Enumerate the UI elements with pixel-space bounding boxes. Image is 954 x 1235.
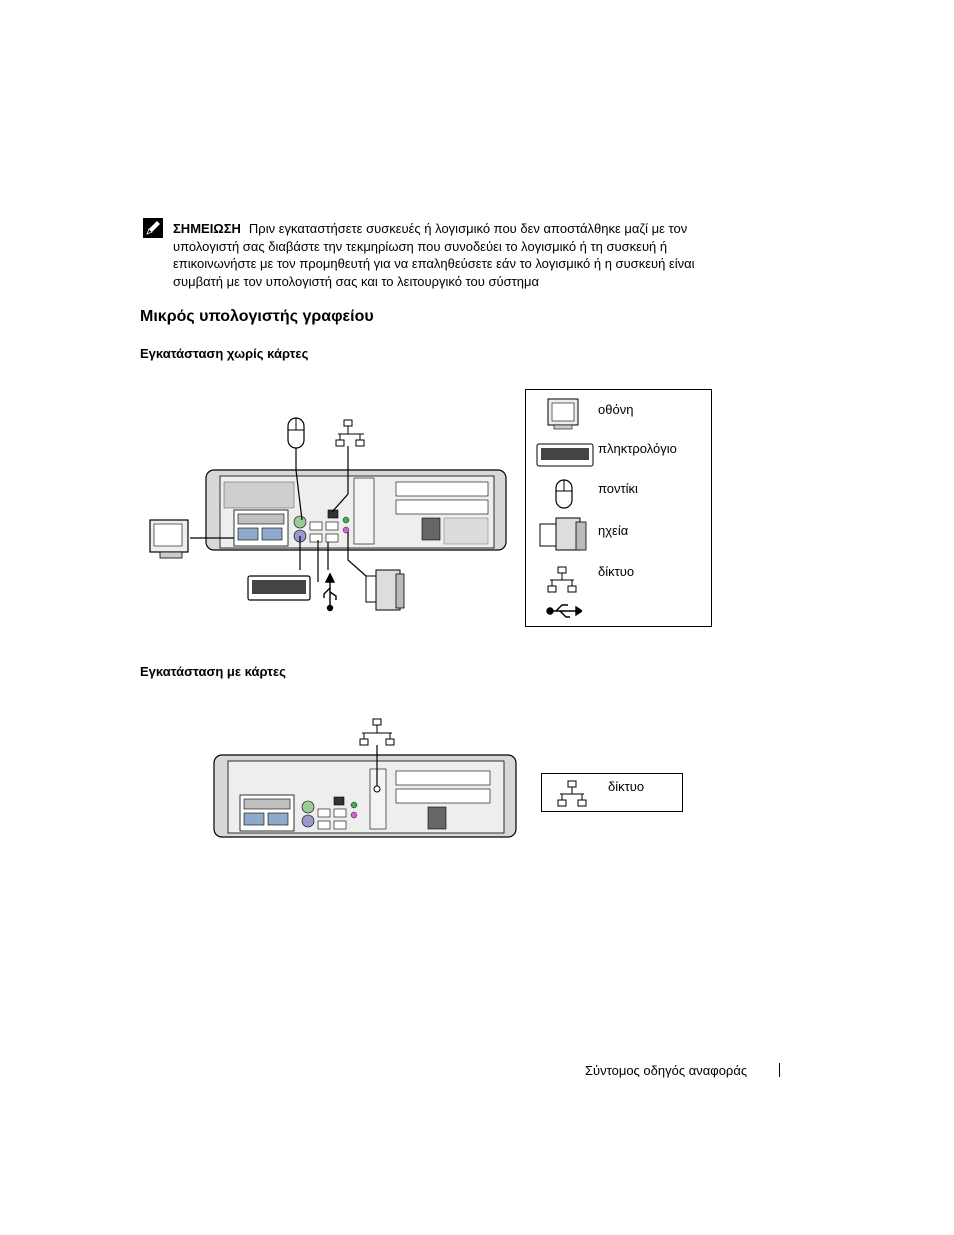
mouse-icon — [555, 479, 573, 509]
network-icon — [557, 780, 587, 807]
network-icon — [547, 566, 577, 593]
subsection-title-with-cards: Εγκατάσταση με κάρτες — [140, 664, 286, 679]
computer-chassis — [213, 754, 517, 838]
setup-with-cards-diagram — [213, 718, 517, 838]
legend-label-network: δίκτυο — [608, 779, 645, 794]
keyboard-icon — [247, 575, 311, 601]
section-title: Μικρός υπολογιστής γραφείου — [140, 308, 374, 325]
usb-icon — [546, 604, 582, 618]
legend-label-network: δίκτυο — [598, 564, 635, 579]
subsection-title-without-cards: Εγκατάσταση χωρίς κάρτες — [140, 346, 309, 361]
network-icon — [335, 419, 365, 447]
speakers-icon — [365, 569, 405, 611]
note-body: Πριν εγκαταστήσετε συσκευές ή λογισμικό … — [173, 221, 695, 289]
speakers-icon — [539, 517, 587, 551]
network-icon — [359, 718, 395, 746]
legend-without-cards: οθόνη πληκτρολόγιο ποντίκι ηχεία δίκτυο — [525, 389, 712, 627]
setup-without-cards-diagram — [149, 417, 507, 612]
legend-label-monitor: οθόνη — [598, 402, 634, 417]
legend-label-speakers: ηχεία — [598, 523, 629, 538]
mouse-icon — [287, 417, 305, 449]
legend-label-keyboard: πληκτρολόγιο — [598, 441, 677, 456]
usb-icon — [323, 572, 337, 612]
footer-title: Σύντομος οδηγός αναφοράς — [585, 1063, 748, 1078]
monitor-icon — [149, 519, 189, 559]
note-label: ΣΗΜΕΙΩΣΗ — [173, 221, 241, 236]
keyboard-icon — [536, 443, 594, 467]
legend-label-mouse: ποντίκι — [598, 481, 638, 496]
monitor-icon — [547, 398, 579, 430]
note-pencil-icon — [143, 218, 163, 238]
footer-divider — [779, 1063, 780, 1077]
computer-chassis — [205, 469, 507, 551]
legend-with-cards: δίκτυο — [541, 773, 683, 812]
